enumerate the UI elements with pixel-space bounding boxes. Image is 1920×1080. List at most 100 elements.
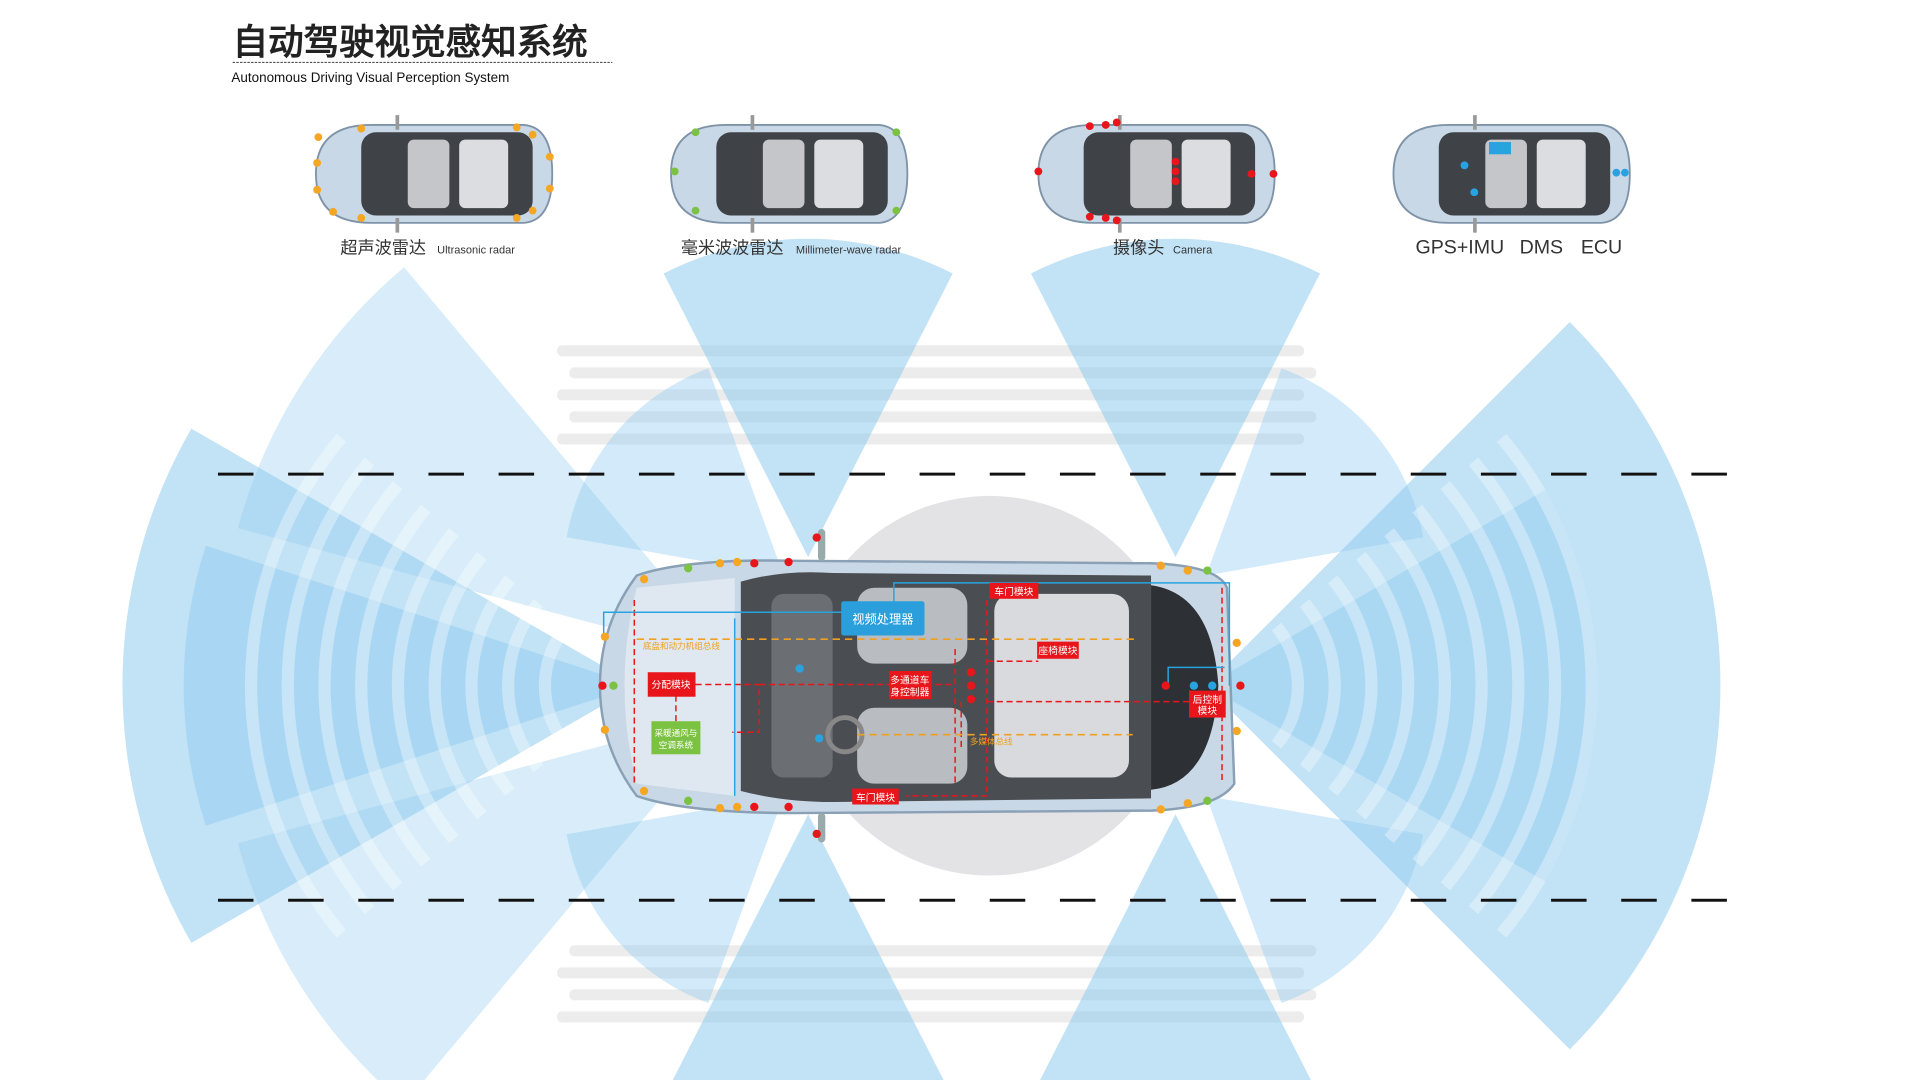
lane-dash: [217, 898, 254, 902]
lane-dash: [217, 472, 254, 476]
mini-car-mirror: [395, 217, 400, 233]
ecu-sensor-dot: [1189, 681, 1199, 690]
legend-car-mmwave: [670, 115, 909, 233]
lane-dash: [989, 898, 1026, 902]
ultrasonic-ring-left: [244, 433, 346, 938]
legend-label-cn: 超声波雷达: [340, 238, 426, 258]
mini-car-front-seats: [1485, 139, 1527, 209]
lane-dash: [709, 472, 745, 476]
camera-sensor-dot: [812, 829, 821, 839]
coverage-fan: [1206, 368, 1424, 576]
page-title: 自动驾驶视觉感知系统: [233, 22, 588, 63]
camera-sensor-dot: [812, 533, 821, 542]
ultrasonic-ring-right: [1496, 433, 1598, 938]
lane-dash: [779, 472, 815, 476]
lane-dash: [919, 472, 956, 476]
ecu-sensor-dot: [1612, 168, 1621, 177]
distribution-module-label: 分配模块: [651, 679, 690, 691]
coverage-fan: [237, 710, 735, 1080]
lane-dash: [288, 472, 324, 476]
door-module-top-label: 车门模块: [994, 585, 1033, 598]
legend-ultrasonic: 超声波雷达 Ultrasonic radar: [340, 238, 515, 258]
lane-dash: [498, 472, 535, 476]
lane-dash: [358, 472, 394, 476]
ultrasonic-ring-right: [1412, 504, 1488, 867]
mini-car-mirror: [395, 115, 400, 130]
video-processor-label: 视频处理器: [852, 611, 913, 626]
rear-control-label-1: 后控制: [1193, 693, 1223, 706]
lane-dash: [638, 472, 675, 476]
lane-markings: [217, 472, 1727, 902]
camera-sensor-dot: [750, 802, 759, 812]
legend-dms: DMS: [1520, 236, 1564, 258]
body-controller-label-1: 多通道车: [890, 673, 929, 686]
camera-sensor-dot: [966, 668, 976, 677]
ultrasonic-sensor-dot: [1183, 799, 1192, 808]
hvac-module: 采暖通风与 空调系统: [651, 721, 701, 755]
ultrasonic-sensor-dot: [1232, 726, 1241, 736]
lane-dash: [1410, 898, 1447, 902]
coverage-fan: [663, 238, 953, 558]
legend-camera: 摄像头 Camera: [1113, 238, 1213, 258]
ecu-sensor-dot: [795, 664, 804, 673]
coverage-fan: [1206, 489, 1598, 882]
lane-dash: [288, 898, 324, 902]
ecu-sensor-dot: [1208, 681, 1217, 690]
body-controller-label-2: 身控制器: [890, 686, 929, 699]
camera-sensor-dot: [1085, 122, 1094, 131]
lane-dash: [1059, 472, 1096, 476]
dms-module: [1488, 142, 1512, 155]
camera-sensor-dot: [598, 681, 607, 690]
rear-control-label-2: 模块: [1198, 705, 1218, 717]
mmwave-sensor-dot: [670, 167, 679, 176]
ultrasonic-sensor-dot: [512, 214, 521, 222]
ultrasonic-ring-right: [1468, 457, 1562, 914]
legend-label-cn: 毫米波波雷达: [681, 238, 784, 258]
ultrasonic-sensor-dot: [512, 123, 521, 132]
coverage-fan: [566, 795, 784, 1004]
door-module-bottom-label: 车门模块: [856, 791, 895, 804]
rear-control-module: 后控制 模块: [1188, 690, 1226, 718]
mmwave-sensor-dot: [691, 128, 700, 137]
ultrasonic-ring-left: [428, 551, 487, 820]
main-car: 视频处理器 车门模块 底盘和动力机组总线 分配模块 多通道车 身控制器 座椅模块…: [598, 528, 1245, 843]
ultrasonic-sensor-dot: [715, 559, 725, 568]
hvac-label-1: 采暖通风与: [655, 728, 698, 739]
mirror-left: [817, 528, 826, 561]
sensor-legend: [313, 115, 1631, 233]
lane-dash: [638, 898, 675, 902]
door-module-bottom: 车门模块: [852, 788, 899, 805]
ultrasonic-ring-right: [1299, 599, 1341, 773]
mini-car-rear-seats: [1181, 139, 1231, 209]
lane-dash: [989, 472, 1026, 476]
lane-dash: [428, 898, 464, 902]
coverage-fan: [1206, 322, 1721, 1050]
ultrasonic-sensor-dot: [329, 207, 337, 216]
distribution-module: 分配模块: [647, 672, 696, 697]
camera-sensor-dot: [1101, 120, 1110, 129]
ultrasonic-ring-left: [465, 575, 515, 796]
lane-dash: [1551, 472, 1587, 476]
mmwave-sensor-dot: [609, 681, 618, 690]
lane-dash: [1270, 472, 1306, 476]
mini-car-mirror: [750, 115, 755, 130]
camera-sensor-dot: [1171, 167, 1180, 176]
camera-sensor-dot: [1269, 169, 1278, 178]
mmwave-sensor-dot: [1203, 566, 1212, 575]
video-processor-module: 视频处理器: [841, 601, 925, 636]
lane-dash: [1410, 472, 1447, 476]
camera-sensor-dot: [784, 802, 793, 812]
ultrasonic-ring-left: [502, 599, 543, 773]
lane-dash: [919, 898, 956, 902]
ultrasonic-ring-right: [1271, 622, 1305, 749]
lane-dash: [1340, 472, 1377, 476]
camera-sensor-dot: [784, 557, 793, 567]
ecu-sensor-dot: [1460, 161, 1469, 170]
legend-ecu: GPS+IMU DMS ECU: [1416, 236, 1623, 258]
ultrasonic-sensor-dot: [313, 185, 322, 194]
ultrasonic-sensor-dot: [732, 802, 742, 812]
ultrasonic-sensor-dot: [528, 130, 537, 139]
legend-label-en: Ultrasonic radar: [437, 244, 515, 256]
camera-sensor-dot: [1171, 177, 1180, 186]
